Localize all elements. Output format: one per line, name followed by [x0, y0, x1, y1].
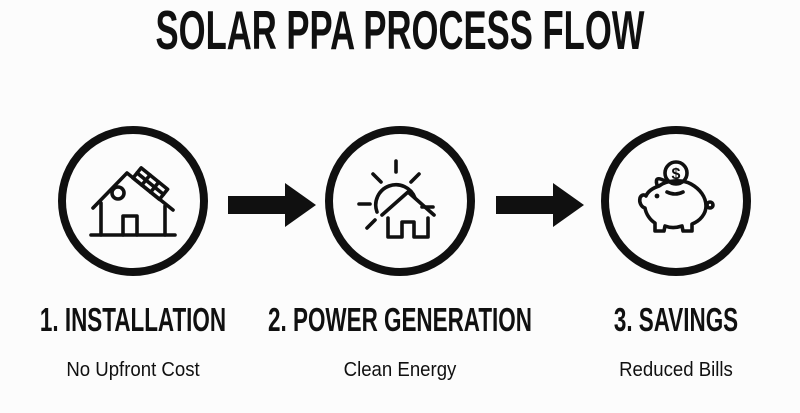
coin-dollar-symbol: $ [672, 166, 681, 183]
solar-panel-house-icon [89, 166, 177, 237]
step-1-heading: 1. INSTALLATION [39, 301, 227, 338]
step-2-heading: 2. POWER GENERATION [268, 301, 532, 338]
step-3-heading: 3. SAVINGS [613, 301, 739, 338]
step-1-circle [58, 126, 208, 276]
piggy-bank-icon: $ [637, 160, 715, 233]
arrow-right-icon [496, 183, 584, 227]
step-3-circle: $ [601, 126, 751, 276]
step-3-subtext: Reduced Bills [619, 359, 733, 381]
step-2-subtext: Clean Energy [343, 359, 457, 381]
step-1-subtext: No Upfront Cost [66, 359, 200, 381]
arrow-right-icon [228, 183, 316, 227]
page-title: SOLAR PPA PROCESS FLOW [155, 0, 645, 61]
step-2-circle [325, 126, 475, 276]
sun-house-icon [357, 159, 436, 239]
